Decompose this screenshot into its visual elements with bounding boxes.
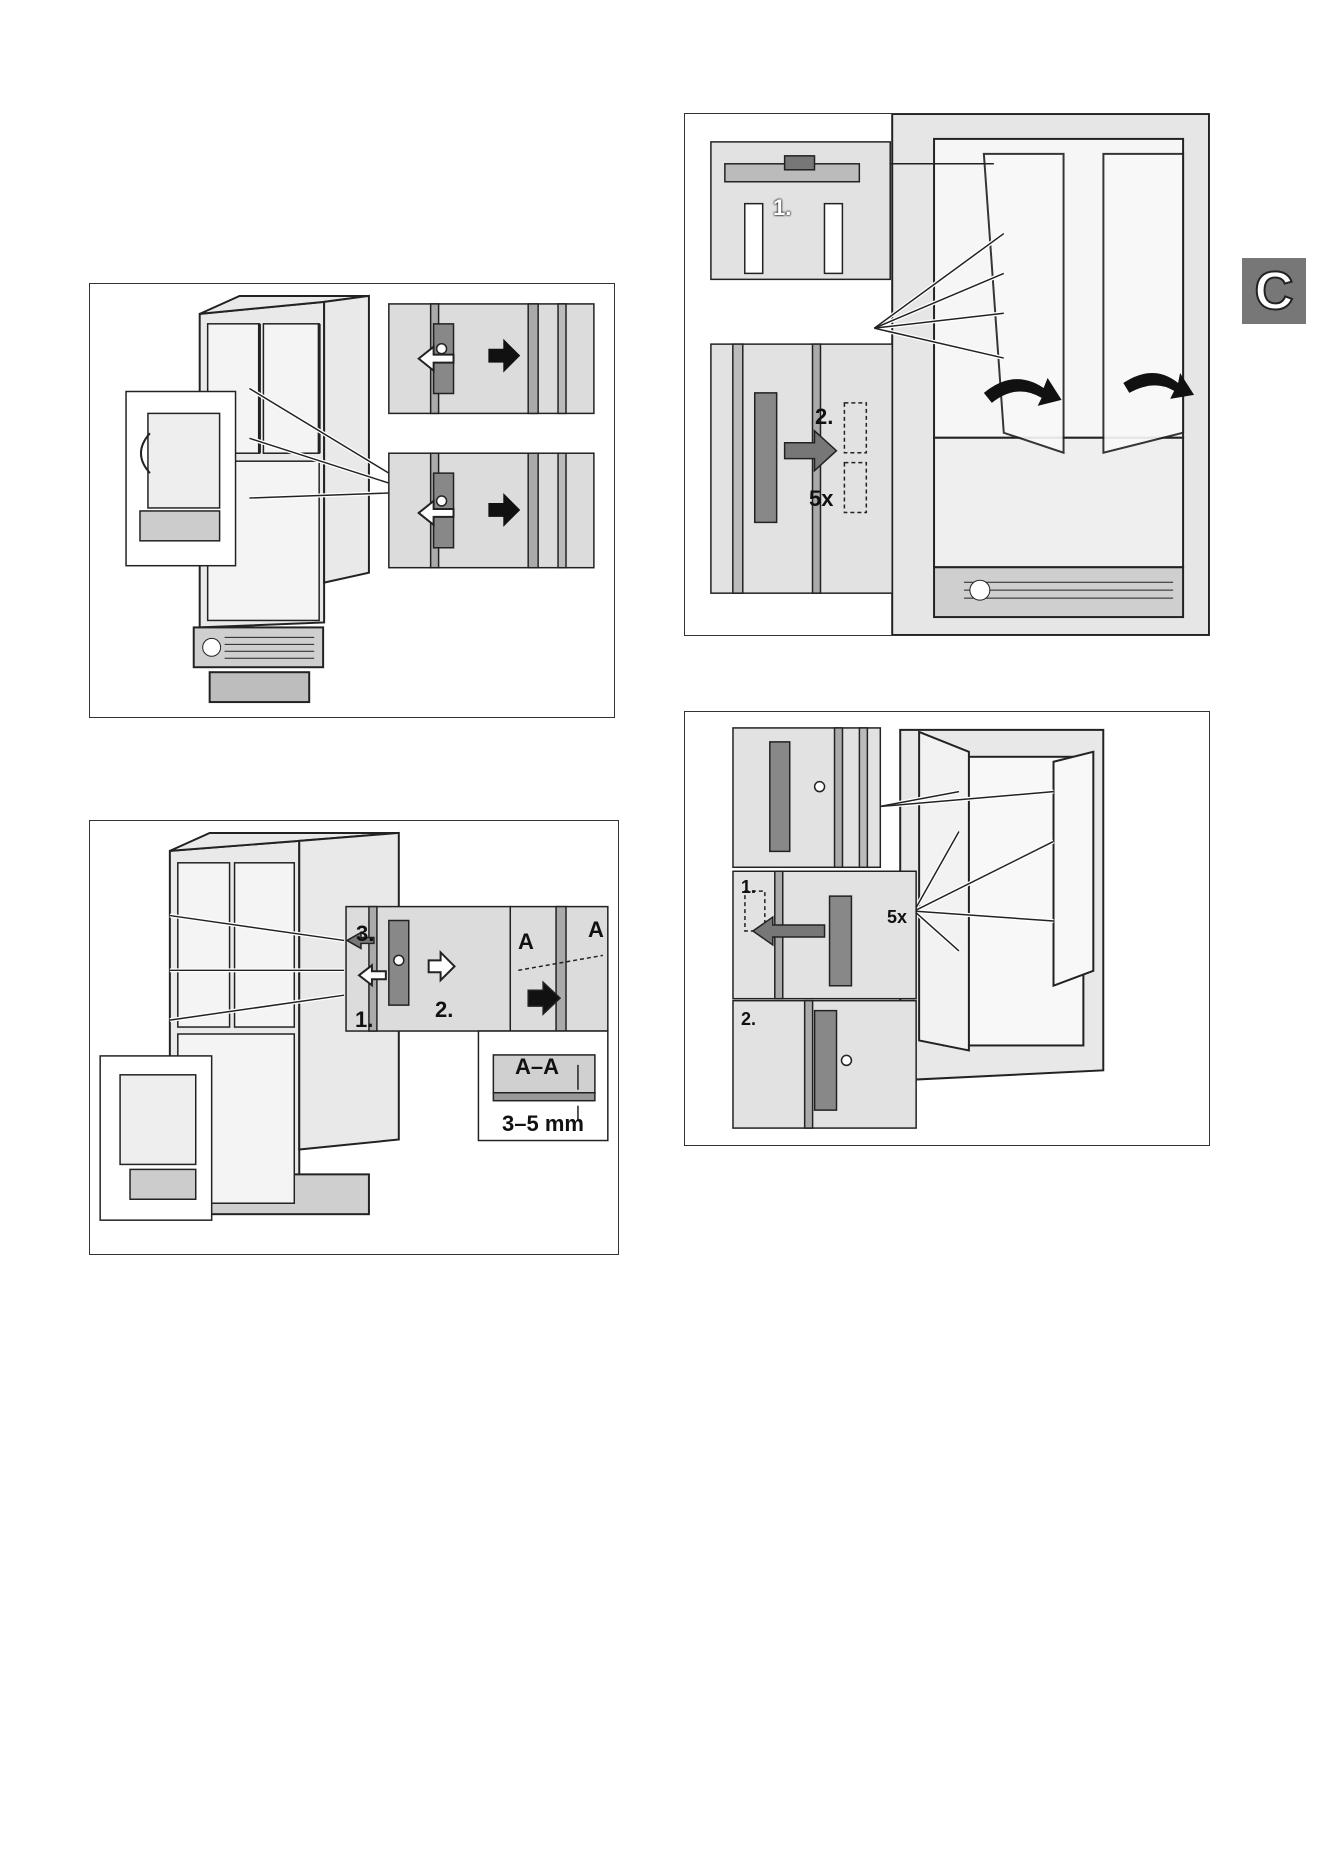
figure-2-illustration [90,821,618,1254]
section-a-left-label: A [518,931,534,953]
detail-panel-step-2 [733,1001,916,1128]
count-label: 5x [887,908,907,926]
detail-panel-top [733,728,880,867]
figure-hinge-adjustment: 3. 1. 2. A A A–A 3–5 mm [89,820,619,1255]
step-1-label: 1. [355,1009,373,1031]
figure-3-illustration [685,114,1209,635]
step-1-label: 1. [741,878,756,896]
inset-thumbnail [100,1056,211,1220]
section-aa-label: A–A [515,1056,559,1078]
inset-thumbnail [126,392,235,566]
detail-panel-top [711,142,890,279]
figure-1-illustration [90,284,614,717]
step-2-label: 2. [435,999,453,1021]
figure-door-panel-removal: 1. 2. 5x [684,113,1210,636]
detail-panel-bottom [711,344,892,593]
step-2-label: 2. [741,1010,756,1028]
step-1-label: 1. [773,197,791,219]
step-3-label: 3. [356,923,374,945]
section-a-right-label: A [588,919,604,941]
count-label: 5x [809,488,833,510]
figure-4-illustration [685,712,1209,1145]
section-tab-c: C [1242,258,1306,324]
dimension-label: 3–5 mm [502,1113,584,1135]
figure-door-hinge-removal [89,283,615,718]
step-2-label: 2. [815,406,833,428]
figure-door-panel-refit: 1. 5x 2. [684,711,1210,1146]
